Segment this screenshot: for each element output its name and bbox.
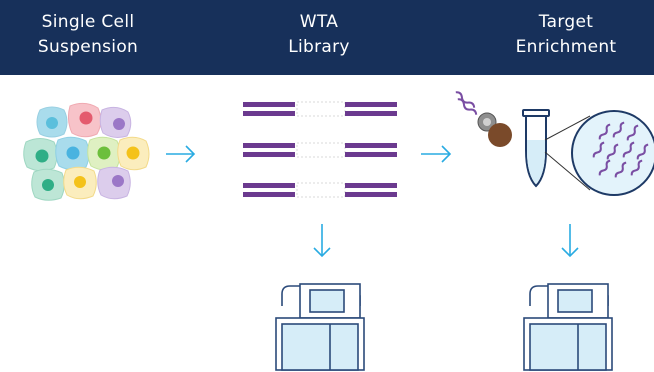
step-title-line: Library: [288, 37, 350, 57]
step-title-line: Single Cell: [41, 12, 135, 32]
tube-icon: [522, 109, 550, 188]
sequencer-icon: [275, 283, 365, 371]
arrow-down-icon: [313, 224, 331, 258]
step-title-single-cell: Single Cell Suspension: [8, 10, 168, 60]
bead-probe-icon: [455, 91, 512, 147]
step-title-line: Suspension: [37, 37, 139, 57]
arrow-right-icon: [166, 145, 196, 163]
cell-cluster-icon: [23, 102, 150, 201]
magnified-sample-icon: [571, 110, 654, 196]
step-title-wta-library: WTA Library: [239, 10, 399, 60]
arrow-right-icon: [421, 145, 452, 163]
step-title-line: Target: [538, 12, 594, 32]
header-banner: [0, 0, 654, 75]
arrow-down-icon: [561, 224, 579, 258]
step-title-line: WTA: [299, 12, 339, 32]
magnifier-lines: [544, 115, 591, 191]
step-title-line: Enrichment: [515, 37, 617, 57]
sequencer-icon: [523, 283, 613, 371]
library-fragments-icon: [243, 101, 397, 198]
step-title-target-enrichment: Target Enrichment: [486, 10, 646, 60]
